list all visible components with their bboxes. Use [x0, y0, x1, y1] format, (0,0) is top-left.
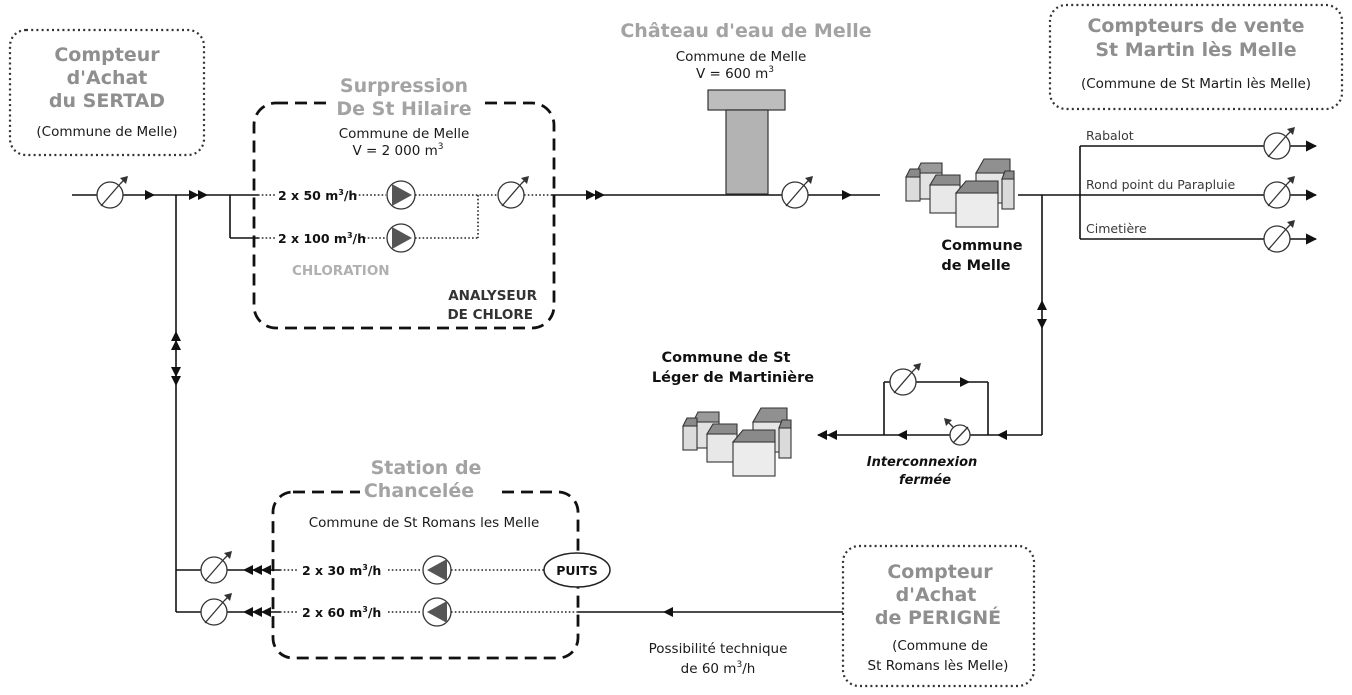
- vente-title-2: St Martin lès Melle: [1095, 39, 1296, 61]
- stleger-label-2: Léger de Martinière: [652, 370, 814, 386]
- interconnexion-label-1: Interconnexion: [867, 455, 978, 470]
- possibilite-label-2: de 60 m3/h: [681, 660, 756, 677]
- chancelee-station: Station de Chancelée Commune de St Roman…: [176, 457, 611, 660]
- cimetiere-meter-icon: [1263, 219, 1296, 253]
- pump-icon: [386, 180, 416, 210]
- surpression-title-2: De St Hilaire: [336, 98, 471, 120]
- perigne-meter-box: Compteur d'Achat de PERIGNÉ (Commune de …: [841, 544, 1036, 688]
- surpression-flow-100: 2 x 100 m3/h: [278, 231, 366, 246]
- puits-label: PUITS: [556, 563, 598, 578]
- rabalot-meter-icon: [1263, 126, 1296, 160]
- interconnexion-label-2: fermée: [899, 473, 951, 488]
- sertad-title-2: d'Achat: [67, 67, 148, 89]
- chancelee-meter-icon: [200, 592, 233, 626]
- output-parapluie: Rond point du Parapluie: [1086, 177, 1236, 192]
- houses-icon: [682, 407, 792, 477]
- sertad-meter-box: Compteur d'Achat du SERTAD (Commune de M…: [8, 28, 206, 157]
- perigne-title-1: Compteur: [887, 561, 993, 583]
- perigne-commune-2: St Romans lès Melle): [868, 658, 1009, 674]
- pump-icon: [386, 223, 416, 253]
- chancelee-title-2: Chancelée: [364, 480, 474, 502]
- commune-melle: Commune de Melle: [905, 158, 1023, 274]
- chateau-volume: V = 600 m3: [696, 65, 774, 82]
- pump-icon: [422, 555, 452, 585]
- surpression-station: Surpression De St Hilaire Commune de Mel…: [252, 70, 556, 330]
- commune-st-leger: Commune de St Léger de Martinière: [652, 350, 814, 477]
- main-pipe: [72, 175, 880, 612]
- vente-meters-box: Compteurs de vente St Martin lès Melle (…: [1048, 3, 1344, 111]
- vente-commune: (Commune de St Martin lès Melle): [1081, 76, 1311, 92]
- chateau-meter-icon: [781, 175, 814, 209]
- chancelee-flow-30: 2 x 30 m3/h: [302, 563, 381, 578]
- perigne-title-2: d'Achat: [896, 584, 977, 606]
- chloration-label: CHLORATION: [292, 263, 390, 279]
- perigne-title-3: de PERIGNÉ: [875, 606, 1001, 629]
- melle-label-2: de Melle: [941, 258, 1010, 274]
- surpression-commune: Commune de Melle: [339, 126, 470, 142]
- melle-label-1: Commune: [941, 238, 1022, 254]
- pump-icon: [422, 597, 452, 627]
- sertad-title-3: du SERTAD: [49, 90, 165, 112]
- chateau-commune: Commune de Melle: [676, 49, 807, 65]
- sertad-title-1: Compteur: [54, 44, 160, 66]
- chateau-eau: Château d'eau de Melle Commune de Melle …: [620, 20, 872, 195]
- stleger-label-1: Commune de St: [662, 350, 791, 366]
- water-tower-icon: [707, 89, 786, 195]
- puits-well: PUITS: [543, 552, 611, 588]
- sertad-meter-icon: [96, 175, 129, 209]
- surpression-meter-icon: [497, 175, 530, 209]
- analyseur-label-2: DE CHLORE: [447, 307, 533, 323]
- melle-distribution: Rabalot Rond point du Parapluie Cimetièr…: [1018, 126, 1318, 435]
- chateau-title: Château d'eau de Melle: [620, 20, 871, 42]
- surpression-volume: V = 2 000 m3: [353, 142, 444, 159]
- possibilite-label-1: Possibilité technique: [649, 641, 788, 657]
- interconnexion-meter-icon: [889, 362, 922, 396]
- chancelee-flow-60: 2 x 60 m3/h: [302, 605, 381, 620]
- output-rabalot: Rabalot: [1086, 128, 1134, 143]
- chancelee-commune: Commune de St Romans les Melle: [309, 515, 540, 531]
- analyseur-label-1: ANALYSEUR: [448, 288, 537, 304]
- perigne-commune-1: (Commune de: [892, 638, 988, 654]
- output-cimetiere: Cimetière: [1086, 221, 1147, 236]
- perigne-pipe: Possibilité technique de 60 m3/h: [578, 607, 843, 677]
- interconnexion: Interconnexion fermée: [817, 362, 1042, 488]
- interconnexion-meter-icon: [944, 418, 971, 446]
- surpression-flow-50: 2 x 50 m3/h: [278, 188, 357, 203]
- parapluie-meter-icon: [1263, 175, 1296, 209]
- vente-title-1: Compteurs de vente: [1087, 15, 1304, 37]
- houses-icon: [905, 158, 1015, 228]
- chancelee-title-1: Station de: [371, 457, 482, 479]
- surpression-title-1: Surpression: [340, 75, 468, 97]
- sertad-commune: (Commune de Melle): [36, 124, 177, 140]
- chancelee-meter-icon: [200, 550, 233, 584]
